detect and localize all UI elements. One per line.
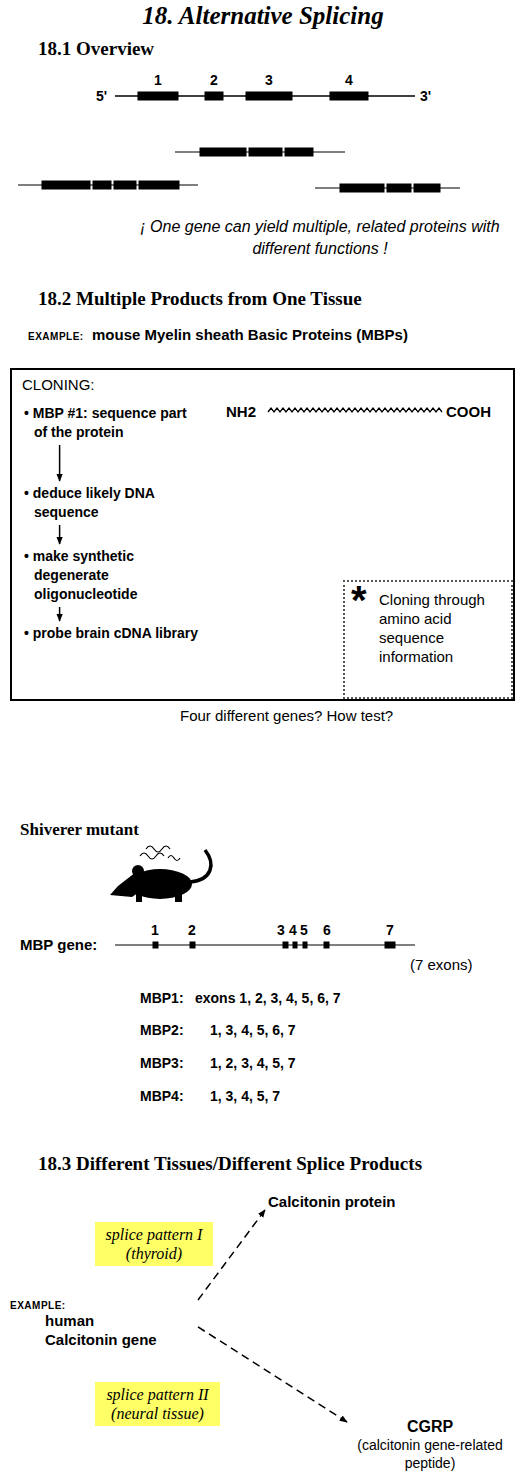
gene-line bbox=[115, 944, 415, 945]
node-text: EXAMPLE: bbox=[10, 1300, 195, 1311]
exon bbox=[200, 148, 246, 156]
mouse-leg bbox=[136, 894, 142, 902]
exon bbox=[190, 942, 195, 948]
exon-number: 3 bbox=[277, 922, 285, 938]
exon bbox=[414, 184, 440, 192]
exon bbox=[324, 942, 329, 948]
node-text: CLONING: bbox=[22, 376, 503, 393]
subheading: Shiverer mutant bbox=[20, 820, 139, 840]
exon bbox=[153, 942, 158, 948]
node-text: • MBP #1: sequence part of the protein bbox=[24, 404, 202, 442]
exon-number: 5 bbox=[300, 922, 308, 938]
process-step: • make synthetic degenerate oligonucleot… bbox=[24, 547, 202, 604]
mouse-ear bbox=[132, 865, 144, 877]
exon-list: 1, 2, 3, 4, 5, 7 bbox=[210, 1055, 296, 1071]
exon bbox=[293, 942, 297, 948]
exon bbox=[114, 181, 136, 189]
exon bbox=[249, 148, 282, 156]
peptide-wave bbox=[268, 408, 442, 412]
exon-number: 1 bbox=[151, 922, 159, 938]
node-text: CGRP bbox=[350, 1418, 510, 1436]
exon bbox=[246, 92, 292, 100]
node-body: (calcitonin gene-related peptide) bbox=[350, 1436, 510, 1472]
highlight-band: splice pattern I (thyroid) bbox=[95, 1222, 213, 1266]
example-tag: EXAMPLE: bbox=[28, 331, 84, 342]
exon-number: 2 bbox=[188, 922, 196, 938]
arrow-connector bbox=[59, 525, 61, 544]
splice-products bbox=[18, 148, 460, 192]
node-text: * bbox=[351, 578, 367, 623]
exon-number: 6 bbox=[323, 922, 331, 938]
node-text: • deduce likely DNA sequence bbox=[24, 484, 202, 522]
node-text: • probe brain cDNA library bbox=[24, 624, 202, 643]
arrow-connector bbox=[59, 445, 61, 481]
terminus-label: COOH bbox=[446, 403, 491, 420]
terminus-label: NH2 bbox=[226, 403, 256, 420]
node-text: Calcitonin protein bbox=[268, 1193, 396, 1210]
exon-count: (7 exons) bbox=[410, 956, 473, 973]
exon-number: 3 bbox=[265, 72, 273, 88]
section-heading: 18.2 Multiple Products from One Tissue bbox=[38, 288, 362, 310]
exon-number: 4 bbox=[289, 922, 297, 938]
shiver-marks bbox=[140, 846, 180, 861]
node-text: • make synthetic degenerate oligonucleot… bbox=[24, 547, 202, 604]
isoform-name: MBP2: bbox=[140, 1022, 184, 1038]
exon bbox=[42, 181, 90, 189]
exon-number: 4 bbox=[345, 72, 353, 88]
shiverer-mouse bbox=[110, 846, 211, 902]
exon-number: 7 bbox=[386, 922, 394, 938]
exon bbox=[285, 148, 313, 156]
arrow-connector bbox=[198, 1327, 347, 1422]
node-text: splice pattern I (thyroid) bbox=[99, 1225, 209, 1263]
exon bbox=[330, 92, 368, 100]
node-body: human Calcitonin gene bbox=[10, 1311, 165, 1349]
exon-list: exons 1, 2, 3, 4, 5, 6, 7 bbox=[195, 990, 341, 1006]
note: ¡ One gene can yield multiple, related p… bbox=[125, 216, 515, 260]
isoform-name: MBP3: bbox=[140, 1055, 184, 1071]
exon-list: 1, 3, 4, 5, 7 bbox=[210, 1088, 280, 1104]
exon bbox=[340, 184, 384, 192]
isoform-name: MBP1: bbox=[140, 990, 184, 1006]
section-heading: 18.3 Different Tissues/Different Splice … bbox=[38, 1153, 422, 1175]
mbp-gene bbox=[115, 942, 415, 948]
process-step: • MBP #1: sequence part of the protein bbox=[24, 404, 202, 442]
mouse-tail bbox=[190, 850, 211, 882]
cloning-box: CLONING: • MBP #1: sequence part of the p… bbox=[10, 368, 515, 701]
gene-text: EXAMPLE:human Calcitonin gene bbox=[10, 1300, 195, 1349]
exon-number: 2 bbox=[210, 72, 218, 88]
gene-label: MBP gene: bbox=[20, 936, 97, 953]
process-step: • probe brain cDNA library bbox=[24, 624, 202, 643]
exon bbox=[387, 184, 411, 192]
page-title: 18. Alternative Splicing bbox=[0, 2, 526, 30]
end-label: 5' bbox=[96, 88, 107, 104]
section-heading: 18.1 Overview bbox=[38, 38, 154, 60]
exon bbox=[303, 942, 307, 948]
exon bbox=[205, 92, 223, 100]
exon bbox=[283, 942, 288, 948]
exon bbox=[138, 92, 178, 100]
exon-number: 1 bbox=[154, 72, 162, 88]
node-text: splice pattern II (neural tissue) bbox=[99, 1385, 216, 1423]
isoform-name: MBP4: bbox=[140, 1088, 184, 1104]
question: Four different genes? How test? bbox=[180, 707, 393, 724]
end-label: 3' bbox=[420, 88, 431, 104]
mouse-leg bbox=[175, 894, 182, 902]
overview-gene bbox=[115, 92, 415, 100]
arrow-connector bbox=[59, 607, 61, 621]
exon bbox=[139, 181, 179, 189]
highlight-band: splice pattern II (neural tissue) bbox=[95, 1382, 220, 1426]
exon bbox=[93, 181, 111, 189]
product-text: Calcitonin protein bbox=[268, 1193, 396, 1210]
example-text: mouse Myelin sheath Basic Proteins (MBPs… bbox=[92, 326, 408, 343]
exon-list: 1, 3, 4, 5, 6, 7 bbox=[210, 1022, 296, 1038]
process-step: • deduce likely DNA sequence bbox=[24, 484, 202, 522]
exon bbox=[385, 942, 395, 948]
node-body: Cloning through amino acid sequence info… bbox=[379, 590, 507, 666]
note-box: * Cloning through amino acid sequence inf… bbox=[343, 580, 513, 699]
product-text: CGRP(calcitonin gene-related peptide) bbox=[350, 1418, 510, 1472]
